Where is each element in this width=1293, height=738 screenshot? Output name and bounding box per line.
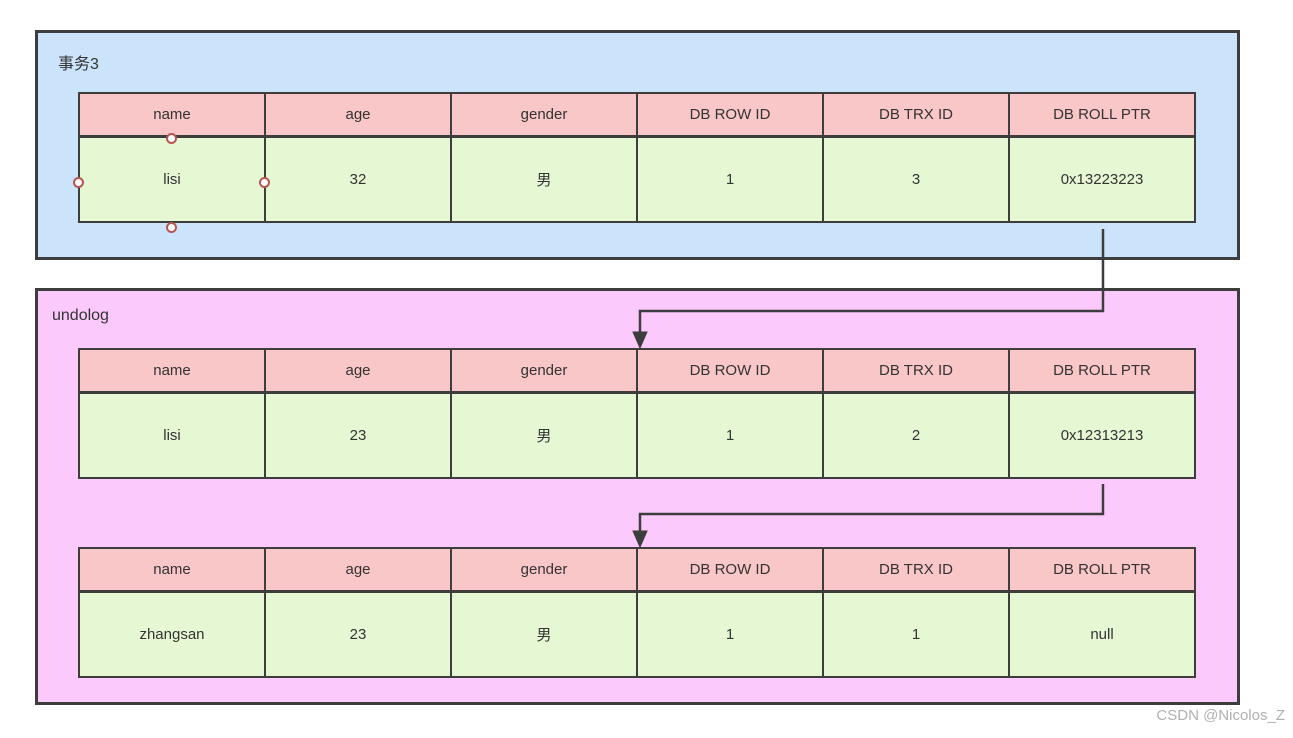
selection-handle-right[interactable] — [259, 177, 270, 188]
column-header-gender: gender — [450, 92, 638, 138]
cell-db-row-id: 1 — [636, 135, 824, 223]
record-table-undolog-version-1: name age gender DB ROW ID DB TRX ID DB R… — [78, 547, 1196, 678]
column-header-age: age — [264, 92, 452, 138]
column-header-gender: gender — [450, 348, 638, 394]
selection-handle-left[interactable] — [73, 177, 84, 188]
cell-age: 23 — [264, 590, 452, 678]
undolog-panel: undolog name age gender DB ROW ID DB TRX… — [35, 288, 1240, 705]
selection-handle-bottom[interactable] — [166, 222, 177, 233]
column-header-name: name — [78, 348, 266, 394]
column-header-age: age — [264, 547, 452, 593]
column-header-db-trx-id: DB TRX ID — [822, 348, 1010, 394]
cell-db-roll-ptr: null — [1008, 590, 1196, 678]
column-header-db-row-id: DB ROW ID — [636, 92, 824, 138]
column-header-name: name — [78, 547, 266, 593]
cell-name: lisi — [78, 135, 266, 223]
record-table-transaction: name age gender DB ROW ID DB TRX ID DB R… — [78, 92, 1196, 223]
cell-db-roll-ptr: 0x13223223 — [1008, 135, 1196, 223]
record-row: zhangsan 23 男 1 1 null — [78, 590, 1196, 678]
header-row: name age gender DB ROW ID DB TRX ID DB R… — [78, 547, 1196, 593]
cell-db-row-id: 1 — [636, 590, 824, 678]
header-row: name age gender DB ROW ID DB TRX ID DB R… — [78, 92, 1196, 138]
cell-age: 23 — [264, 391, 452, 479]
cell-gender: 男 — [450, 391, 638, 479]
undolog-panel-label: undolog — [52, 307, 109, 324]
column-header-db-roll-ptr: DB ROLL PTR — [1008, 547, 1196, 593]
watermark: CSDN @Nicolos_Z — [1156, 707, 1285, 724]
column-header-age: age — [264, 348, 452, 394]
cell-age: 32 — [264, 135, 452, 223]
cell-db-trx-id: 2 — [822, 391, 1010, 479]
cell-gender: 男 — [450, 590, 638, 678]
column-header-db-trx-id: DB TRX ID — [822, 92, 1010, 138]
cell-db-trx-id: 1 — [822, 590, 1010, 678]
cell-db-row-id: 1 — [636, 391, 824, 479]
column-header-name: name — [78, 92, 266, 138]
record-row: lisi 23 男 1 2 0x12313213 — [78, 391, 1196, 479]
cell-db-roll-ptr: 0x12313213 — [1008, 391, 1196, 479]
transaction-panel-label: 事务3 — [58, 56, 99, 73]
column-header-db-trx-id: DB TRX ID — [822, 547, 1010, 593]
cell-name: lisi — [78, 391, 266, 479]
cell-gender: 男 — [450, 135, 638, 223]
record-table-undolog-version-2: name age gender DB ROW ID DB TRX ID DB R… — [78, 348, 1196, 479]
cell-db-trx-id: 3 — [822, 135, 1010, 223]
transaction-panel: 事务3 name age gender DB ROW ID DB TRX ID … — [35, 30, 1240, 260]
column-header-gender: gender — [450, 547, 638, 593]
column-header-db-row-id: DB ROW ID — [636, 547, 824, 593]
column-header-db-roll-ptr: DB ROLL PTR — [1008, 348, 1196, 394]
column-header-db-roll-ptr: DB ROLL PTR — [1008, 92, 1196, 138]
record-row: lisi 32 男 1 3 0x13223223 — [78, 135, 1196, 223]
header-row: name age gender DB ROW ID DB TRX ID DB R… — [78, 348, 1196, 394]
cell-name: zhangsan — [78, 590, 266, 678]
selection-handle-top[interactable] — [166, 133, 177, 144]
column-header-db-row-id: DB ROW ID — [636, 348, 824, 394]
